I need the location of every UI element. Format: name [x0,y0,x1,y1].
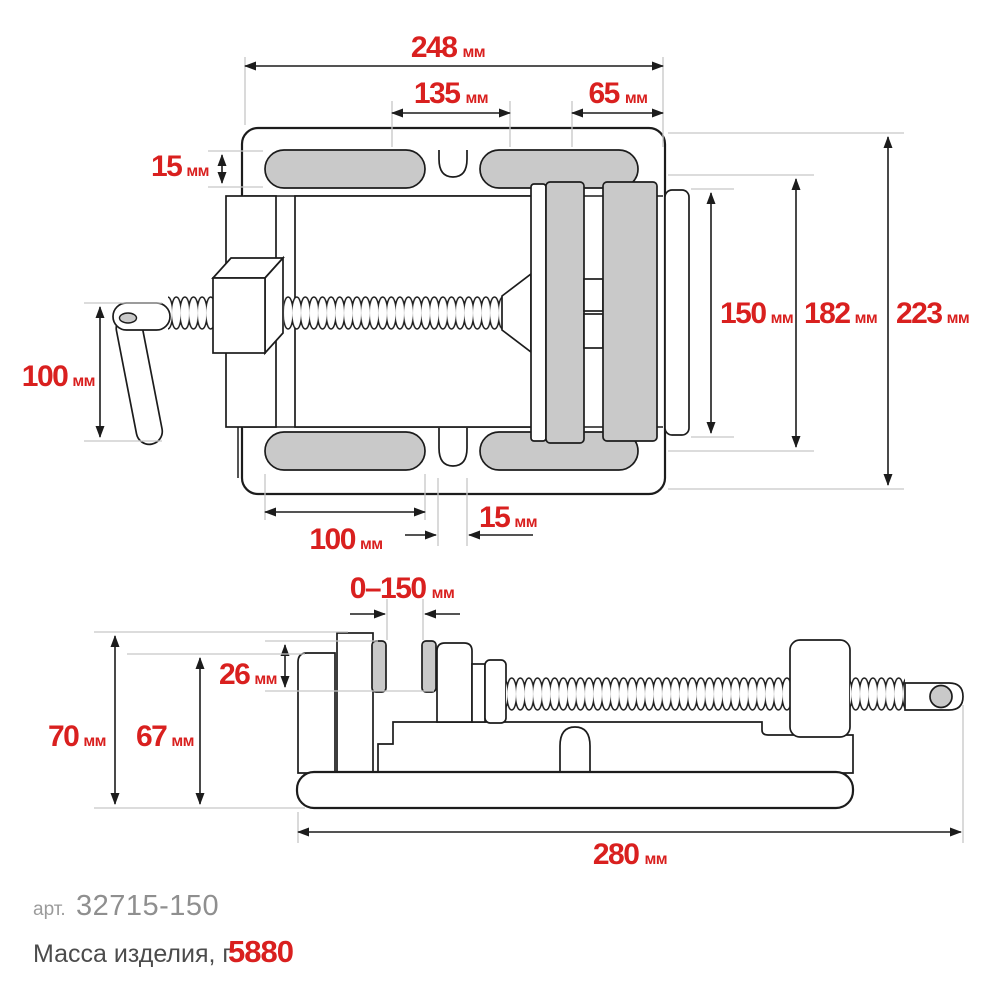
jaw-back-plate [664,189,690,436]
extension-lines [668,132,904,490]
jaw-plate-front [545,181,585,444]
screw-support-bracket [789,639,851,738]
crank-handle-rod [115,314,164,446]
crank-handle [112,302,171,446]
extension-lines [94,653,305,809]
fixed-jaw-assembly [530,181,690,444]
extension-lines [265,640,434,692]
article-label: арт. [33,899,66,920]
lead-screw-thread-main [506,677,790,711]
jaw-connector-tab-upper [583,278,604,312]
jaw-pad-fixed [371,640,387,693]
jaw-pad-movable [421,640,437,693]
screw-nut-block [211,255,285,356]
mount-slot-bottom-left [264,431,426,471]
handle-ball [929,684,953,709]
crank-handle-hole [118,312,138,324]
lead-screw-thread-right [284,296,502,330]
fixed-jaw-tower [336,632,374,774]
product-info: арт. 32715-150 Масса изделия, г 5880 [33,890,294,969]
slide-body [377,721,854,774]
mass-value: 5880 [228,934,293,969]
thrust-collar [484,659,507,724]
jaw-plate-rear [602,181,658,442]
center-notch-top [438,150,468,178]
extension-lines [84,302,162,442]
mass-label: Масса изделия, г [33,940,232,968]
extension-lines [208,150,263,188]
extension-lines [437,478,468,546]
base-plate-side-view [295,770,855,810]
center-notch-bottom [438,428,468,467]
jaw-connector-tab-lower [583,313,604,349]
movable-jaw-block [436,642,473,723]
mount-slot-top-left [264,149,426,189]
extension-lines [386,599,424,640]
nut-block-front-face [212,277,266,354]
extension-lines [668,174,814,452]
fixed-jaw-column [297,652,336,774]
base-slot-arch [559,726,591,773]
screw-collar [471,663,486,723]
article-number: 32715-150 [76,890,219,922]
lead-screw-thread-end [850,677,905,711]
extension-lines [691,188,734,438]
lead-screw-thread-left [168,296,214,330]
jaw-face-plate [530,183,547,442]
